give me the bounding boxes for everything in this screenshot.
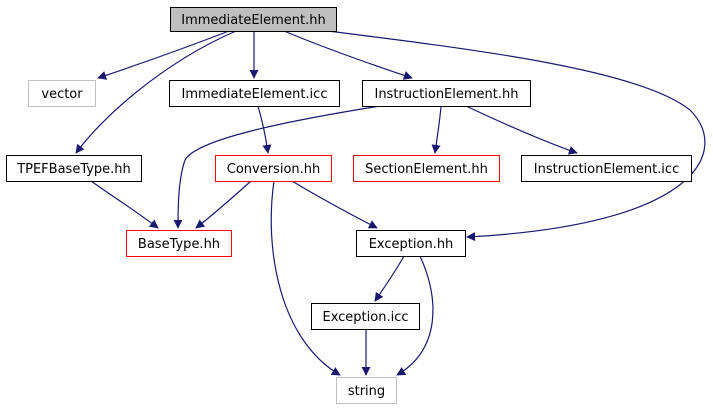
node-box [362,80,531,107]
node-instruction-icc[interactable]: InstructionElement.icc [521,155,692,182]
node-basetype[interactable]: BaseType.hh [126,230,232,257]
node-vector[interactable]: vector [28,80,96,107]
node-box [28,80,96,107]
nodes-layer: ImmediateElement.hh vector ImmediateElemen… [6,7,692,404]
edge-conversion-to-exception-hh [291,180,378,229]
node-box [353,155,500,182]
node-box [6,155,142,182]
node-box [356,230,466,257]
edge-exception-hh-to-string [396,255,434,376]
edges-layer [75,29,706,376]
edge-tpef-to-basetype [90,180,159,229]
node-instruction-hh[interactable]: InstructionElement.hh [362,80,531,107]
edge-immediate-icc-to-conversion [257,105,272,154]
edge-immediate-hh-to-instruction-hh [283,30,413,80]
edge-exception-hh-to-exception-icc [374,255,405,302]
node-label: Exception.icc [322,310,408,325]
edge-conversion-to-string [270,180,341,376]
node-tpef[interactable]: TPEFBaseType.hh [6,155,142,182]
edge-instruction-hh-to-instruction-icc [465,105,578,155]
node-immediate-hh[interactable]: ImmediateElement.hh [170,7,337,32]
edge-immediate-hh-to-exception-hh [319,29,706,242]
node-box [336,377,397,404]
node-label: TPEFBaseType.hh [16,162,131,177]
node-label: Conversion.hh [227,162,321,177]
node-label: Exception.hh [369,237,454,252]
node-box [215,155,332,182]
node-label: ImmediateElement.icc [182,87,328,102]
node-label: SectionElement.hh [365,162,488,177]
node-box [521,155,692,182]
node-box [170,7,337,32]
node-label: BaseType.hh [138,237,220,252]
edge-instruction-hh-to-basetype [173,105,381,229]
node-label: InstructionElement.hh [374,87,518,102]
node-section[interactable]: SectionElement.hh [353,155,500,182]
node-exception-hh[interactable]: Exception.hh [356,230,466,257]
node-conversion[interactable]: Conversion.hh [215,155,332,182]
node-label: vector [41,87,83,102]
edge-immediate-hh-to-vector [97,30,230,80]
node-label: InstructionElement.icc [534,162,679,177]
node-box [126,230,232,257]
node-immediate-icc[interactable]: ImmediateElement.icc [169,80,340,107]
node-string[interactable]: string [336,377,397,404]
node-exception-icc[interactable]: Exception.icc [311,303,420,330]
edge-conversion-to-basetype [195,180,252,229]
node-box [169,80,340,107]
node-label: ImmediateElement.hh [181,13,326,28]
edge-immediate-hh-to-tpef [75,30,237,154]
node-box [311,303,420,330]
edge-instruction-hh-to-section [431,105,442,154]
node-label: string [348,384,385,399]
